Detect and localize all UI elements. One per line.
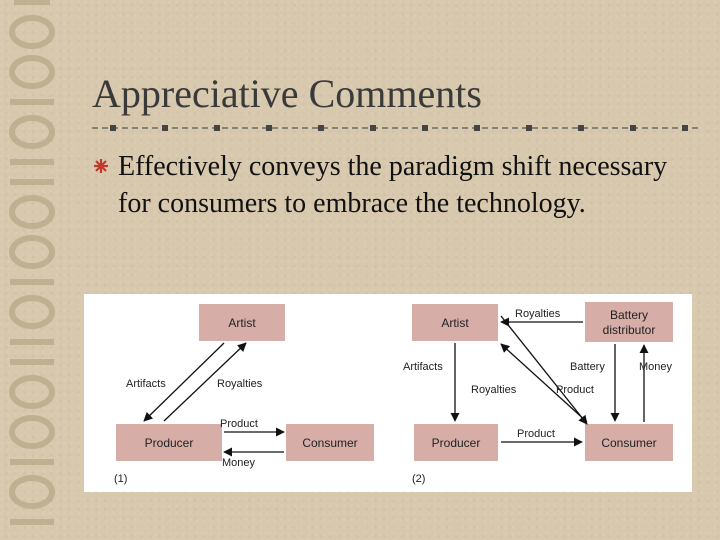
p2-product-bottom-label: Product bbox=[517, 428, 555, 440]
business-model-figure: Artist Producer Consumer Artifacts Royal… bbox=[84, 294, 692, 492]
binary-decoration: 1001101001101001101001 bbox=[9, 0, 55, 525]
p2-product-cross-label: Product bbox=[556, 384, 594, 396]
p1-money-label: Money bbox=[222, 457, 256, 469]
p1-artifacts-arrow bbox=[143, 342, 225, 422]
p1-consumer-label: Consumer bbox=[302, 436, 357, 450]
p2-producer-label: Producer bbox=[432, 436, 481, 450]
p1-royalties-label: Royalties bbox=[217, 378, 263, 390]
p2-artist-node bbox=[412, 304, 498, 341]
p2-battery-node bbox=[585, 302, 673, 342]
p2-royalties-top-label: Royalties bbox=[515, 308, 561, 320]
p1-producer-node bbox=[116, 424, 222, 461]
p2-battery-label-1: Battery bbox=[610, 308, 648, 322]
p1-product-label: Product bbox=[220, 418, 258, 430]
title-divider bbox=[92, 125, 700, 131]
p2-panel-label: (2) bbox=[412, 473, 425, 485]
p1-artist-node bbox=[199, 304, 285, 341]
p1-panel-label: (1) bbox=[114, 473, 127, 485]
bullet-text: Effectively conveys the paradigm shift n… bbox=[118, 151, 668, 219]
p2-money-label: Money bbox=[639, 361, 673, 373]
panel-1: Artist Producer Consumer Artifacts Royal… bbox=[114, 304, 374, 485]
p2-royalties-cross-arrow bbox=[500, 343, 588, 423]
p2-battery-label-2: distributor bbox=[603, 323, 656, 337]
star-bullet-icon bbox=[94, 159, 108, 173]
p1-artifacts-label: Artifacts bbox=[126, 378, 166, 390]
p2-product-cross-arrow bbox=[500, 315, 588, 425]
p2-artifacts-label: Artifacts bbox=[403, 361, 443, 373]
p2-battery-label: Battery bbox=[570, 361, 605, 373]
p2-consumer-node bbox=[585, 424, 673, 461]
p2-royalties-cross-label: Royalties bbox=[471, 384, 517, 396]
p2-producer-node bbox=[414, 424, 498, 461]
panel-2: Artist Battery distributor Producer Cons… bbox=[403, 302, 673, 485]
p1-consumer-node bbox=[286, 424, 374, 461]
p2-artist-label: Artist bbox=[441, 316, 469, 330]
p1-producer-label: Producer bbox=[145, 436, 194, 450]
p2-consumer-label: Consumer bbox=[601, 436, 656, 450]
slide-title: Appreciative Comments bbox=[92, 71, 482, 116]
p1-royalties-arrow bbox=[163, 342, 247, 422]
p1-artist-label: Artist bbox=[228, 316, 256, 330]
